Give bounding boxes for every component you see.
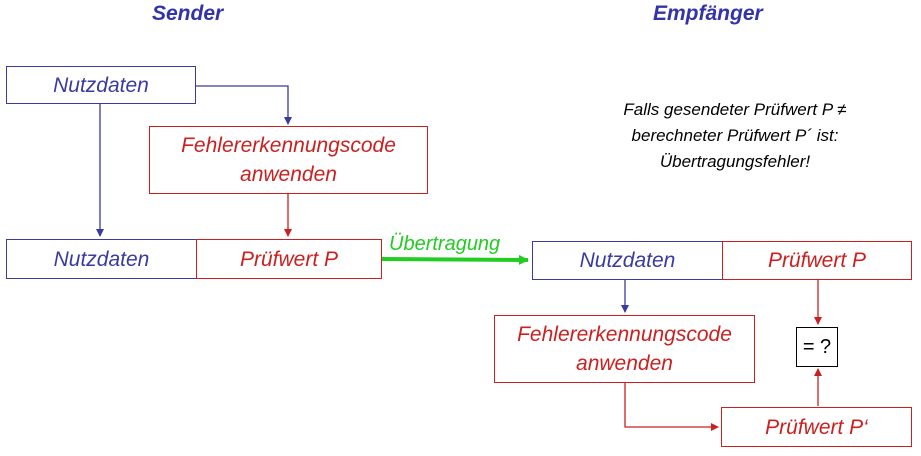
sender-data-box: Nutzdaten <box>6 66 196 104</box>
compare-box: = ? <box>796 327 838 367</box>
transmission-arrow <box>381 254 529 265</box>
receiver-note-line-3: Übertragungsfehler! <box>659 152 811 171</box>
receiver-code-line-2: anwenden <box>576 352 673 375</box>
sender-frame-check: Prüfwert P <box>196 239 382 279</box>
receiver-frame-data: Nutzdaten <box>532 241 723 280</box>
sender-code-line-2: anwenden <box>240 163 337 186</box>
receiver-note: Falls gesendeter Prüfwert P ≠ berechnete… <box>580 97 890 175</box>
receiver-computed-check: Prüfwert P‘ <box>721 407 912 447</box>
arrow-code-to-computed-check <box>624 383 719 431</box>
receiver-code-box: Fehlererkennungscode anwenden <box>494 315 755 383</box>
sender-heading: Sender <box>152 2 224 25</box>
receiver-note-line-2: berechneter Prüfwert P´ ist: <box>631 126 839 145</box>
receiver-note-line-1: Falls gesendeter Prüfwert P ≠ <box>623 100 847 119</box>
receiver-frame-check: Prüfwert P <box>722 241 912 280</box>
receiver-heading: Empfänger <box>653 2 763 25</box>
sender-code-box: Fehlererkennungscode anwenden <box>149 126 428 194</box>
arrow-data-to-code <box>196 85 292 125</box>
sender-frame-data: Nutzdaten <box>6 239 197 279</box>
sender-code-line-1: Fehlererkennungscode <box>181 134 396 157</box>
receiver-code-line-1: Fehlererkennungscode <box>517 323 732 346</box>
transmission-label: Übertragung <box>389 233 501 255</box>
